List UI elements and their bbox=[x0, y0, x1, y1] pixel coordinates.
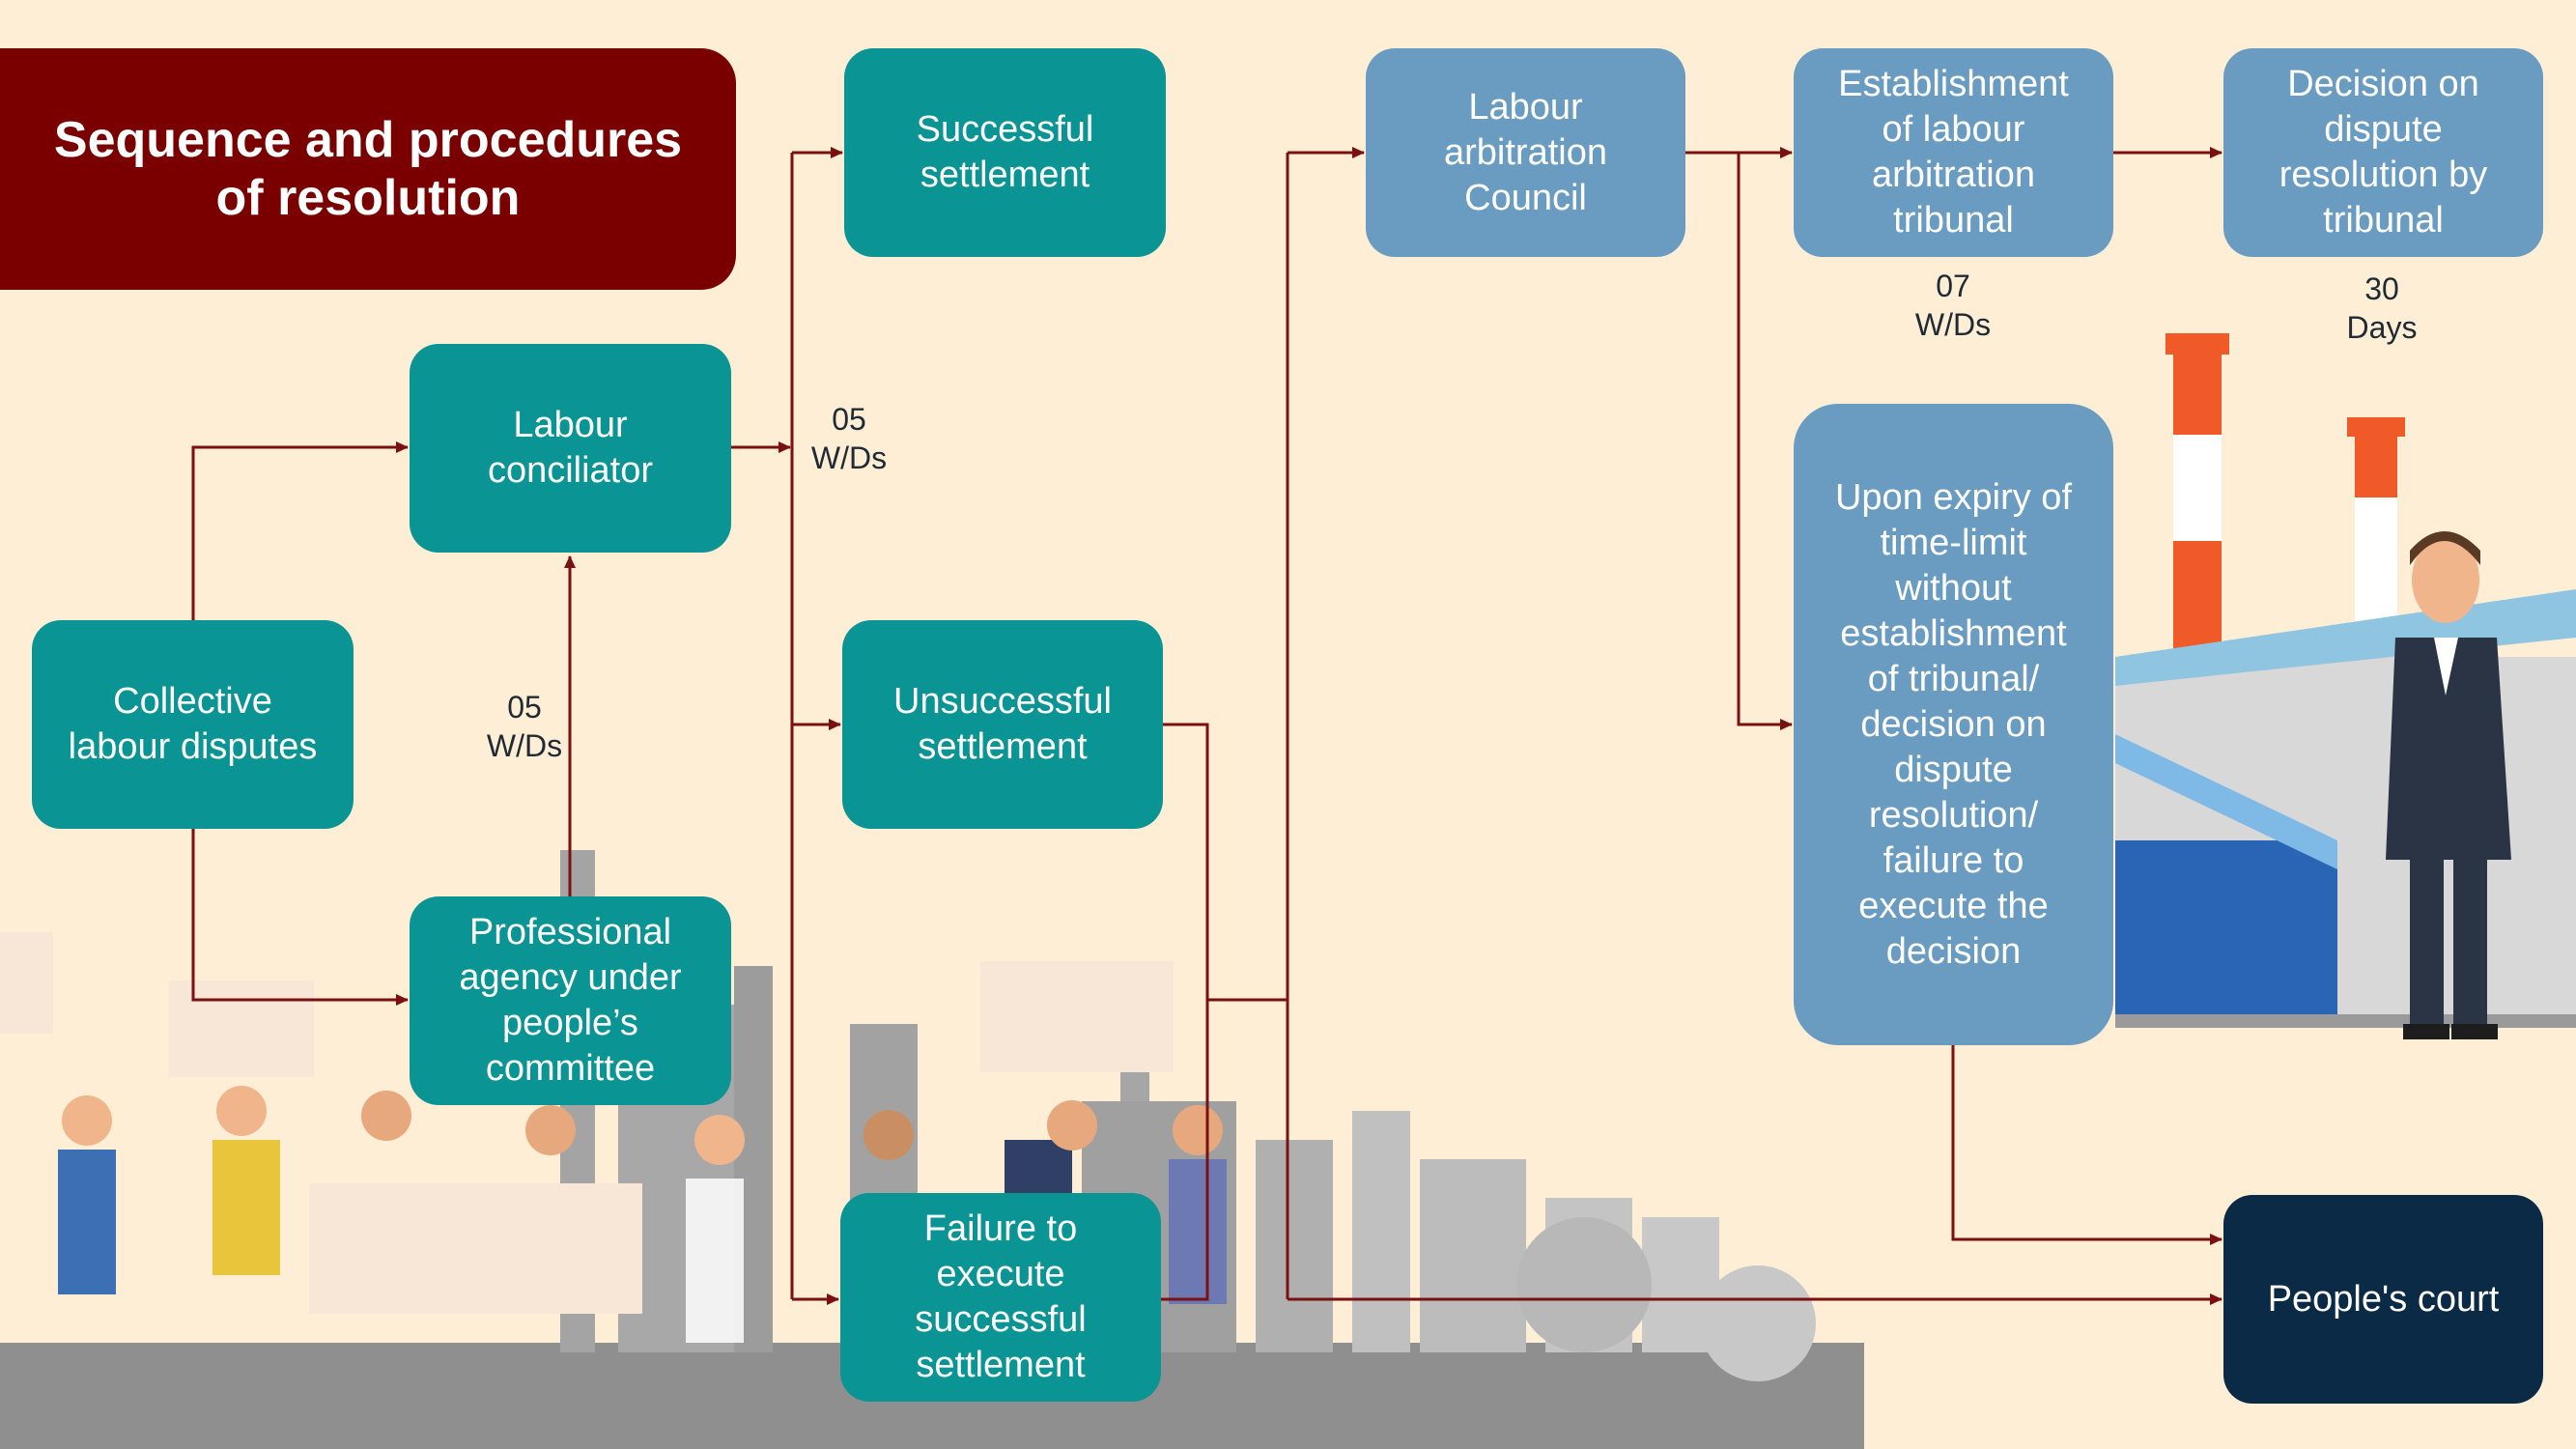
node-upon-expiry: Upon expiry of time-limit without establ… bbox=[1794, 404, 2113, 1045]
connectors bbox=[191, 147, 2222, 1305]
node-establishment-tribunal: Establishment of labour arbitration trib… bbox=[1794, 48, 2113, 257]
node-labour-arbitration-council: Labour arbitration Council bbox=[1366, 48, 1685, 257]
connector-failure-out bbox=[1161, 1000, 1209, 1301]
node-unsuccessful-settlement: Unsuccessful settlement bbox=[842, 620, 1163, 829]
node-labour-conciliator: Labour conciliator bbox=[410, 344, 731, 553]
time-limit-conciliator-to-outcome: 05 W/Ds bbox=[810, 402, 888, 475]
connector-council-to-expiry bbox=[1737, 153, 1793, 730]
node-failure-to-execute: Failure to execute successful settlement bbox=[840, 1193, 1161, 1402]
node-collective-labour-disputes: Collective labour disputes bbox=[32, 620, 354, 829]
connector-expiry-to-court bbox=[1951, 1045, 2222, 1245]
time-limit-tribunal-establishment: 07 W/Ds bbox=[1914, 269, 1992, 342]
diagram-title: Sequence and procedures of resolution bbox=[0, 48, 736, 290]
connector-collective-to-agency bbox=[191, 829, 409, 1006]
node-decision-by-tribunal: Decision on dispute resolution by tribun… bbox=[2223, 48, 2543, 257]
businessman-illustration bbox=[2386, 531, 2511, 1039]
node-successful-settlement: Successful settlement bbox=[844, 48, 1166, 257]
connector-unsuccessful-out bbox=[1163, 723, 1288, 1002]
time-limit-agency-to-conciliator: 05 W/Ds bbox=[486, 690, 563, 763]
time-limit-tribunal-decision: 30 Days bbox=[2346, 271, 2418, 345]
node-professional-agency: Professional agency under people’s commi… bbox=[410, 896, 731, 1105]
connector-collective-to-conciliator bbox=[191, 441, 409, 620]
factory-illustration bbox=[2115, 333, 2576, 1028]
node-peoples-court: People's court bbox=[2223, 1195, 2543, 1404]
